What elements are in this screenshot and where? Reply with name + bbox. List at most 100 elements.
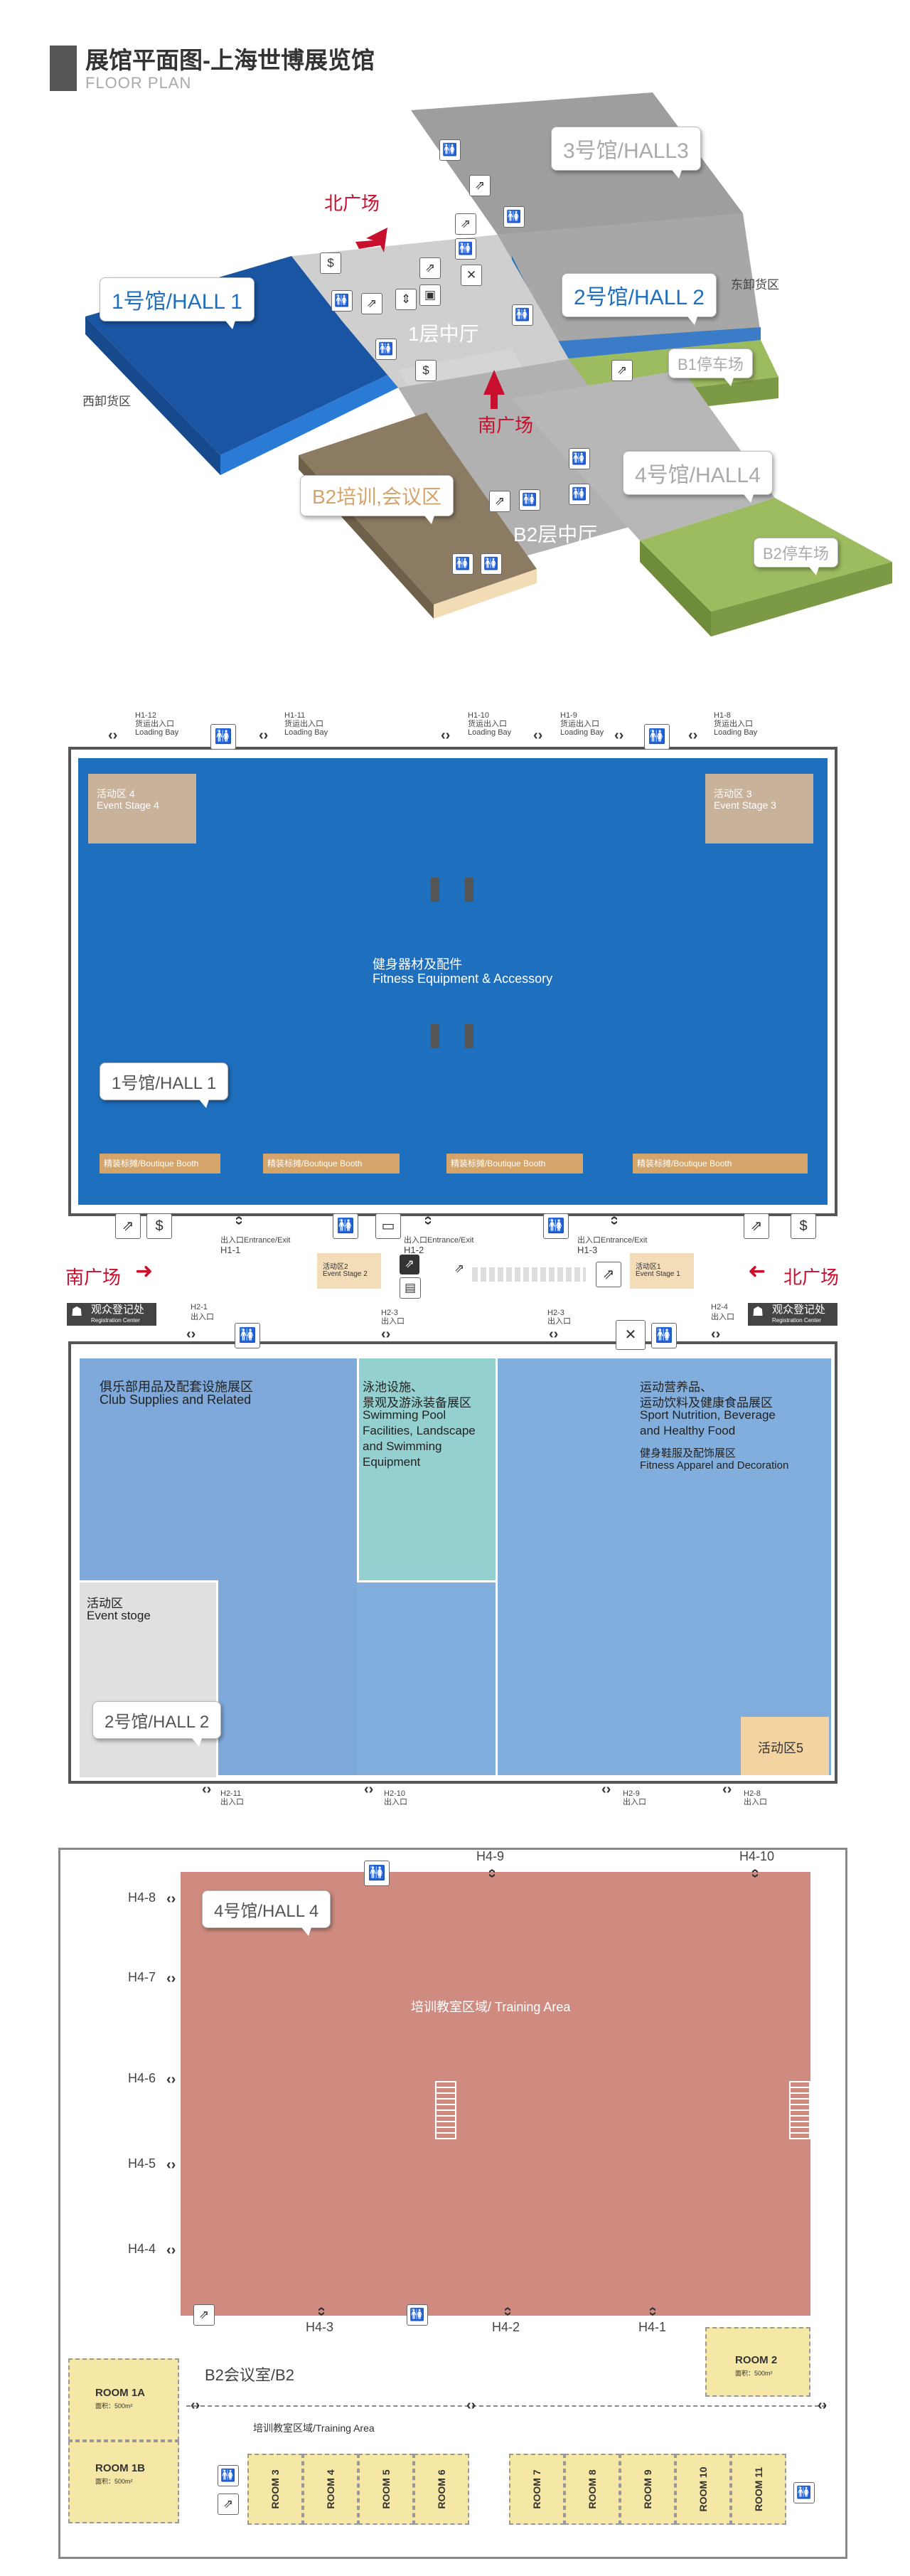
toilet-icon: 🚻 — [644, 724, 670, 750]
room-label: ROOM 3 — [269, 2469, 281, 2509]
header-bar — [50, 46, 77, 91]
gate-arrows-icon: ‹› — [747, 1868, 764, 1878]
gate-en: Loading Bay — [135, 728, 179, 737]
toilet-icon: 🚻 — [235, 1323, 260, 1348]
gate-h1-3[interactable]: ‹› — [606, 1215, 623, 1225]
gate-arrows-icon: ‹› — [191, 2397, 200, 2413]
gate-h1-9b[interactable]: ‹› — [614, 728, 624, 743]
escalator-icon: ⇗ — [218, 2493, 239, 2515]
gate-h1-9[interactable]: ‹› — [533, 728, 543, 743]
gate-h4-9[interactable]: H4-9 — [476, 1849, 505, 1863]
gate-label: 出入口Entrance/Exit — [220, 1236, 291, 1245]
escalator-icon: ⇗ — [193, 2304, 215, 2326]
room-1b[interactable]: ROOM 1B 面积：500m² — [68, 2441, 179, 2523]
room-9[interactable]: ROOM 9 — [620, 2454, 675, 2525]
apparel-cn: 健身鞋服及配饰展区 — [640, 1447, 737, 1459]
toilet-icon: 🚻 — [218, 2465, 239, 2486]
room-label: ROOM 11 — [753, 2466, 764, 2512]
gate-h1-1[interactable]: ‹› — [231, 1215, 247, 1225]
gate-arrows-icon: ‹› — [818, 2397, 828, 2413]
room-11[interactable]: ROOM 11 — [731, 2454, 786, 2525]
gate-h4-3[interactable]: H4-3 — [306, 2320, 334, 2334]
event-stage-4: 活动区 4 Event Stage 4 — [88, 774, 196, 843]
gate-h1-12[interactable]: ‹› — [108, 728, 118, 743]
room-4[interactable]: ROOM 4 — [303, 2454, 358, 2525]
room-label: ROOM 7 — [531, 2469, 542, 2509]
toilet-icon: 🚻 — [210, 724, 236, 750]
gate-h1-8[interactable]: ‹› — [688, 728, 698, 743]
overview-b2-training-label: B2培训,会议区 — [300, 475, 454, 524]
gate-h4-7[interactable]: H4-7 — [128, 1970, 156, 1984]
toilet-icon: 🚻 — [651, 1323, 677, 1348]
room-label: ROOM 6 — [436, 2469, 447, 2509]
room-6[interactable]: ROOM 6 — [414, 2454, 469, 2525]
gate-h4-1[interactable]: H4-1 — [638, 2320, 667, 2334]
gate-h1-10[interactable]: ‹› — [441, 728, 451, 743]
room-3[interactable]: ROOM 3 — [247, 2454, 303, 2525]
gate-h1-2[interactable]: ‹› — [420, 1215, 437, 1225]
room-area: 面积：500m² — [95, 2478, 133, 2485]
escalator-icon: ⇗ — [596, 1262, 621, 1287]
room-area: 面积：500m² — [95, 2402, 133, 2410]
room-2[interactable]: ROOM 2 面积：500m² — [705, 2327, 810, 2397]
room-5[interactable]: ROOM 5 — [358, 2454, 414, 2525]
hall2-callout: 2号馆/HALL 2 — [92, 1701, 222, 1747]
toilet-icon: 🚻 — [503, 206, 525, 228]
gate-h2-1[interactable]: ‹› — [186, 1326, 196, 1342]
gate-h2-9[interactable]: ‹› — [601, 1782, 611, 1797]
pillar — [431, 878, 439, 902]
gate-arrows-icon: ‹› — [166, 1971, 176, 1986]
room-8[interactable]: ROOM 8 — [564, 2454, 620, 2525]
gate-h2-4[interactable]: ‹› — [711, 1326, 721, 1342]
gate-h4-4[interactable]: H4-4 — [128, 2242, 156, 2256]
event-stage-2: 活动区2 Event Stage 2 — [317, 1253, 381, 1289]
gate-h4-2[interactable]: H4-2 — [492, 2320, 520, 2334]
restaurant-icon: ✕ — [616, 1320, 646, 1350]
gate-h2-10[interactable]: ‹› — [364, 1782, 374, 1797]
gate-cn: 出入口 — [623, 1798, 646, 1806]
gate-h4-8[interactable]: H4-8 — [128, 1890, 156, 1905]
room-label: ROOM 9 — [642, 2469, 653, 2509]
gate-h4-10[interactable]: H4-10 — [739, 1849, 775, 1863]
gate-h4-5[interactable]: H4-5 — [128, 2156, 156, 2171]
gate-arrows-icon: ‹› — [166, 2072, 176, 2087]
hall1-outline — [68, 747, 837, 1216]
room-label: ROOM 2 — [735, 2354, 778, 2366]
gate-h1-11[interactable]: ‹› — [259, 728, 269, 743]
gate-h2-3[interactable]: ‹› — [381, 1326, 391, 1342]
pool-en3: and Swimming — [363, 1439, 442, 1453]
stage2-en: Event Stage 2 — [323, 1270, 368, 1278]
stage4-cn: 活动区 4 — [97, 788, 135, 799]
reg-en: Registration Center — [772, 1317, 821, 1324]
gate-code: H1-10 — [468, 711, 489, 720]
gate-h2-11[interactable]: ‹› — [202, 1782, 212, 1797]
north-plaza-label: 北广场 — [783, 1267, 840, 1288]
toilet-icon: 🚻 — [375, 339, 397, 360]
room-1a[interactable]: ROOM 1A 面积：500m² — [68, 2358, 179, 2441]
toilet-icon: 🚻 — [333, 1213, 358, 1239]
gate-h2-3b[interactable]: ‹› — [549, 1326, 559, 1342]
room-7[interactable]: ROOM 7 — [509, 2454, 564, 2525]
dollar-icon: $ — [320, 252, 341, 274]
club-cn: 俱乐部用品及配套设施展区 — [100, 1380, 253, 1394]
south-plaza-label: 南广场 — [65, 1267, 122, 1288]
gate-code: H2-11 — [220, 1789, 242, 1798]
hall4-outline — [58, 1848, 847, 2559]
toilet-icon: 🚻 — [569, 484, 590, 505]
gate-en: Loading Bay — [560, 728, 604, 737]
escalator-icon — [789, 2081, 810, 2139]
escalator-strip — [472, 1267, 586, 1282]
boutique-booth: 精装标摊/Boutique Booth — [633, 1154, 808, 1173]
reg-en: Registration Center — [91, 1317, 140, 1324]
gate-cn: 出入口 — [744, 1798, 767, 1806]
event-stage-3: 活动区 3 Event Stage 3 — [705, 774, 813, 843]
toilet-icon: 🚻 — [543, 1213, 569, 1239]
toilet-icon: 🚻 — [481, 553, 502, 575]
gate-h4-6[interactable]: H4-6 — [128, 2071, 156, 2085]
gate-code: H1-9 — [560, 711, 577, 720]
room-10[interactable]: ROOM 10 — [675, 2454, 731, 2525]
gate-h2-8[interactable]: ‹› — [722, 1782, 732, 1797]
gate-arrows-icon: ‹› — [166, 2242, 176, 2258]
gate-code: H1-3 — [577, 1245, 598, 1255]
gate-en: Loading Bay — [284, 728, 328, 737]
